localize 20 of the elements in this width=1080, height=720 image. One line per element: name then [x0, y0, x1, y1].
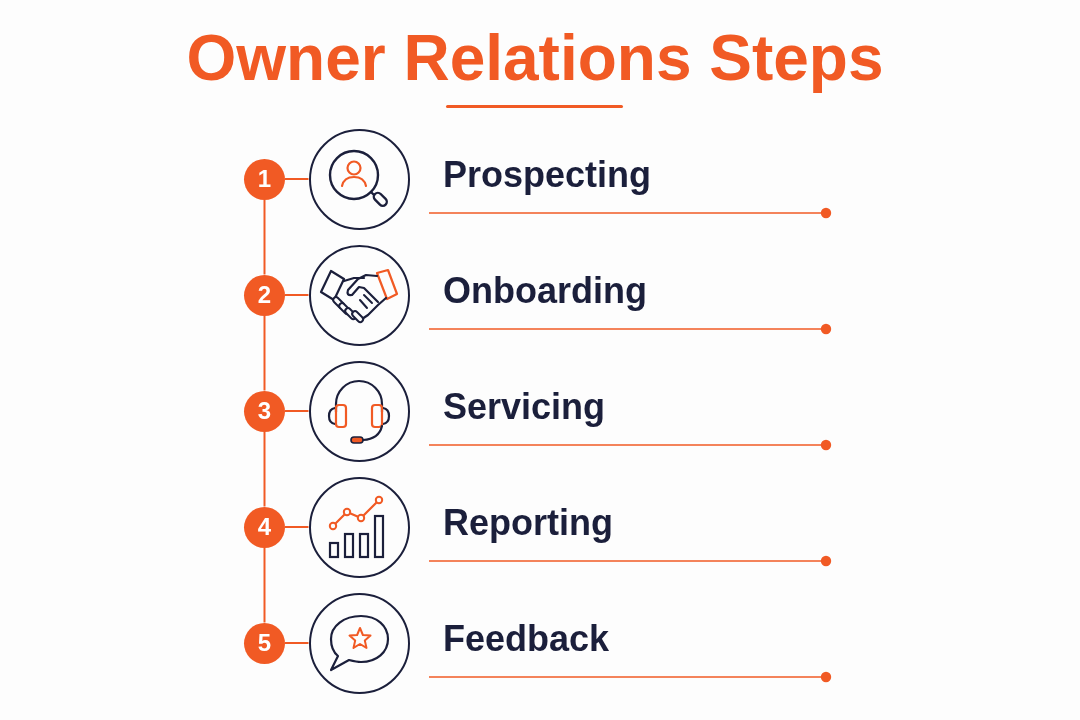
connector-line	[284, 526, 310, 528]
connector-line	[284, 294, 310, 296]
step-title: Feedback	[443, 617, 610, 660]
step-number: 4	[244, 506, 285, 548]
step-number: 2	[244, 274, 285, 316]
step-title: Reporting	[443, 501, 613, 544]
connector-line	[263, 314, 266, 392]
connector-line	[284, 410, 310, 412]
step-title: Onboarding	[443, 269, 647, 312]
step-number: 5	[244, 622, 285, 664]
connector-line	[284, 178, 310, 180]
connector-line	[263, 546, 266, 624]
step-title: Prospecting	[443, 153, 652, 196]
connector-line	[284, 642, 310, 644]
step-title: Servicing	[443, 385, 606, 428]
connector-line	[263, 198, 266, 276]
title: Owner Relations Steps	[186, 21, 884, 95]
step-number: 3	[244, 390, 285, 432]
step-number: 1	[244, 158, 285, 200]
connector-line	[263, 430, 266, 508]
